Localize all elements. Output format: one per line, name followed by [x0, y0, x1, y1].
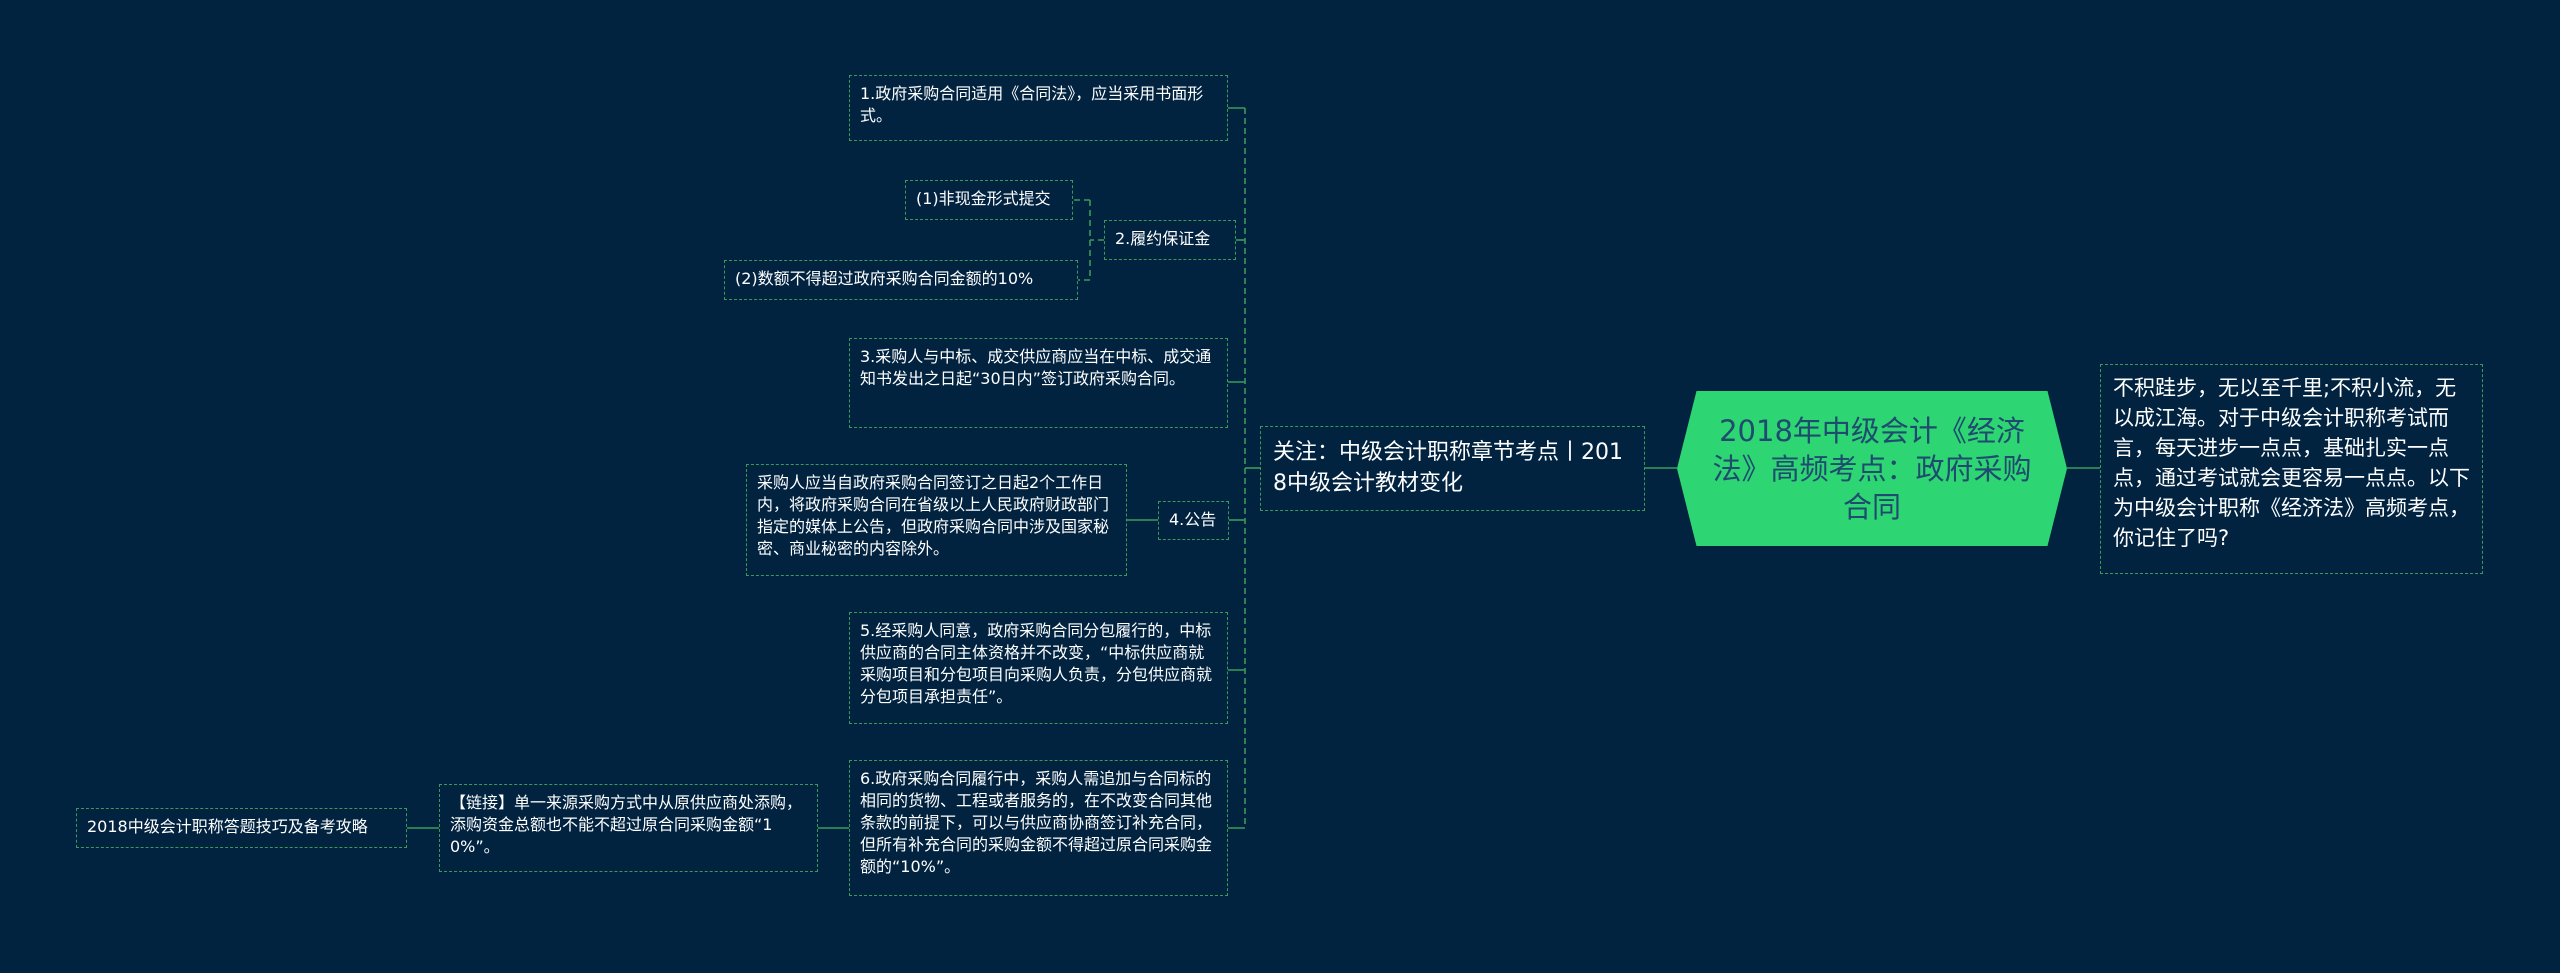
item-6b-node[interactable]: 2018中级会计职称答题技巧及备考攻略 [76, 808, 407, 848]
item-3-node[interactable]: 3.采购人与中标、成交供应商应当在中标、成交通知书发出之日起“30日内”签订政府… [849, 338, 1228, 428]
item-6-node[interactable]: 6.政府采购合同履行中，采购人需追加与合同标的相同的货物、工程或者服务的，在不改… [849, 760, 1228, 896]
item-4a-text: 采购人应当自政府采购合同签订之日起2个工作日内，将政府采购合同在省级以上人民政府… [757, 473, 1110, 558]
item-2-text: 2.履约保证金 [1115, 229, 1211, 248]
root-topic[interactable]: 2018年中级会计《经济法》高频考点：政府采购合同 [1677, 391, 2067, 546]
item-5-node[interactable]: 5.经采购人同意，政府采购合同分包履行的，中标供应商的合同主体资格并不改变，“中… [849, 612, 1228, 724]
item-6-text: 6.政府采购合同履行中，采购人需追加与合同标的相同的货物、工程或者服务的，在不改… [860, 769, 1213, 876]
item-2b-node[interactable]: (2)数额不得超过政府采购合同金额的10% [724, 260, 1078, 300]
item-3-text: 3.采购人与中标、成交供应商应当在中标、成交通知书发出之日起“30日内”签订政府… [860, 347, 1212, 388]
hub-node[interactable]: 关注：中级会计职称章节考点丨2018中级会计教材变化 [1260, 426, 1645, 511]
item-6b-text: 2018中级会计职称答题技巧及备考攻略 [87, 817, 368, 836]
item-4a-node[interactable]: 采购人应当自政府采购合同签订之日起2个工作日内，将政府采购合同在省级以上人民政府… [746, 464, 1127, 576]
item-2-node[interactable]: 2.履约保证金 [1104, 220, 1236, 260]
link-n2-children [1073, 199, 1104, 281]
item-2a-text: (1)非现金形式提交 [916, 189, 1051, 208]
item-6a-text: 【链接】单一来源采购方式中从原供应商处添购，添购资金总额也不能不超过原合同采购金… [450, 793, 803, 856]
hub-text: 关注：中级会计职称章节考点丨2018中级会计教材变化 [1273, 440, 1623, 496]
item-4-text: 4.公告 [1169, 510, 1217, 529]
item-1-node[interactable]: 1.政府采购合同适用《合同法》，应当采用书面形式。 [849, 75, 1228, 141]
item-6a-node[interactable]: 【链接】单一来源采购方式中从原供应商处添购，添购资金总额也不能不超过原合同采购金… [439, 784, 818, 872]
intro-text: 不积跬步，无以至千里;不积小流，无以成江海。对于中级会计职称考试而言，每天进步一… [2113, 376, 2470, 550]
intro-node[interactable]: 不积跬步，无以至千里;不积小流，无以成江海。对于中级会计职称考试而言，每天进步一… [2100, 364, 2483, 574]
item-4-node[interactable]: 4.公告 [1158, 501, 1229, 540]
item-2a-node[interactable]: (1)非现金形式提交 [905, 180, 1073, 220]
root-topic-title: 2018年中级会计《经济法》高频考点：政府采购合同 [1712, 413, 2032, 524]
item-5-text: 5.经采购人同意，政府采购合同分包履行的，中标供应商的合同主体资格并不改变，“中… [860, 621, 1213, 706]
item-1-text: 1.政府采购合同适用《合同法》，应当采用书面形式。 [860, 84, 1204, 125]
item-2b-text: (2)数额不得超过政府采购合同金额的10% [735, 269, 1034, 288]
